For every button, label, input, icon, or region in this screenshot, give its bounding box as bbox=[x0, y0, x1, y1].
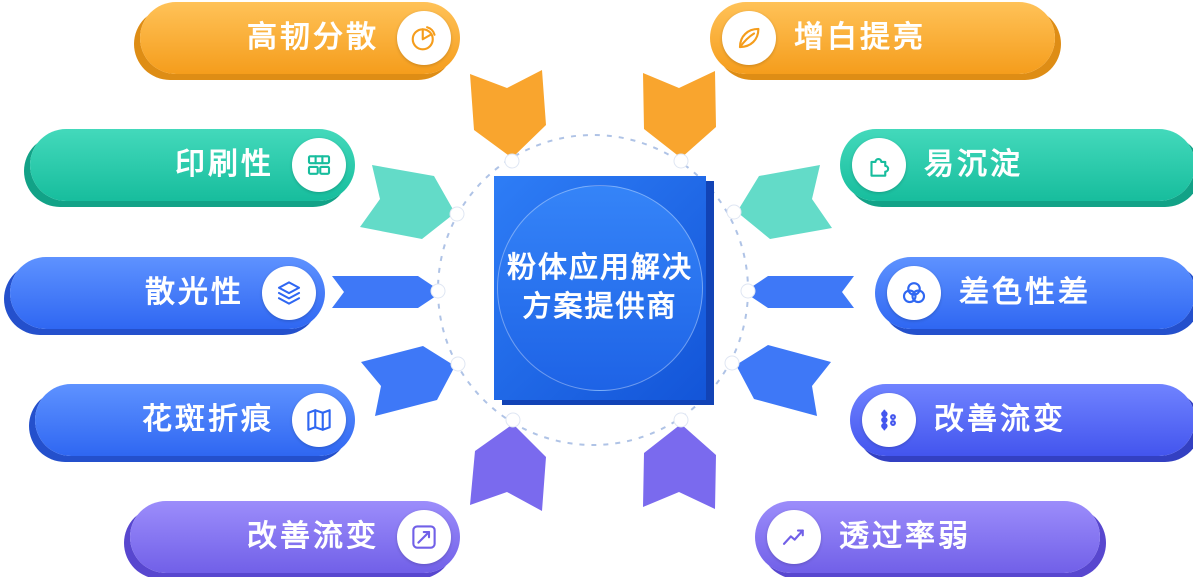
arrow-mid-right bbox=[744, 276, 854, 308]
right-pill-3: 改善流变 bbox=[850, 384, 1193, 456]
arrow-lower-right bbox=[736, 345, 831, 416]
arrow-top-right bbox=[643, 71, 716, 158]
layers-icon bbox=[277, 281, 301, 305]
arrow-top-left bbox=[470, 70, 546, 158]
center-circle: 粉体应用解决 方案提供商 bbox=[497, 185, 703, 391]
connector-dot bbox=[450, 356, 466, 372]
arrow-upper-left bbox=[360, 165, 455, 239]
connector-dots bbox=[430, 153, 756, 428]
left-pill-4: 改善流变 bbox=[130, 501, 460, 573]
right-pill-2: 差色性差 bbox=[875, 257, 1193, 329]
pill-label: 增白提亮 bbox=[794, 21, 926, 54]
icon-badge bbox=[852, 138, 906, 192]
connector-dot bbox=[504, 153, 520, 169]
map-icon bbox=[307, 409, 331, 431]
line-chart-icon bbox=[782, 529, 804, 545]
icon-badge bbox=[397, 510, 451, 564]
left-pill-1: 印刷性 bbox=[30, 129, 355, 201]
left-pill-3: 花斑折痕 bbox=[35, 384, 355, 456]
connector-dot bbox=[726, 204, 742, 220]
pill-label: 花斑折痕 bbox=[142, 403, 274, 436]
connector-dot bbox=[673, 412, 689, 428]
flow-nodes-icon bbox=[881, 409, 896, 431]
right-pill-4: 透过率弱 bbox=[755, 501, 1100, 573]
icon-badge bbox=[292, 138, 346, 192]
icon-badge bbox=[862, 393, 916, 447]
connector-dot bbox=[430, 283, 446, 299]
connector-dot bbox=[673, 153, 689, 169]
right-pill-1: 易沉淀 bbox=[840, 129, 1193, 201]
left-pill-0: 高韧分散 bbox=[140, 2, 460, 74]
connector-dot bbox=[505, 412, 521, 428]
icon-badge bbox=[722, 11, 776, 65]
pill-label: 改善流变 bbox=[247, 520, 379, 553]
pill-label: 印刷性 bbox=[175, 148, 274, 181]
arrow-upper-right bbox=[737, 165, 832, 239]
leaf-icon bbox=[738, 27, 760, 49]
pill-label: 差色性差 bbox=[959, 276, 1091, 309]
center-title-line2: 方案提供商 bbox=[522, 291, 678, 323]
connector-dot bbox=[724, 355, 740, 371]
color-circles-icon bbox=[902, 282, 926, 304]
left-pill-2: 散光性 bbox=[10, 257, 325, 329]
icon-badge bbox=[887, 266, 941, 320]
pill-label: 透过率弱 bbox=[839, 520, 971, 553]
pill-label: 改善流变 bbox=[934, 403, 1066, 436]
pill-label: 易沉淀 bbox=[924, 148, 1023, 181]
icon-badge bbox=[292, 393, 346, 447]
puzzle-icon bbox=[870, 158, 890, 177]
arrow-bottom-right bbox=[643, 424, 716, 509]
center-title-line1: 粉体应用解决 bbox=[506, 251, 693, 284]
center-square: 粉体应用解决 方案提供商 bbox=[494, 176, 706, 400]
connector-dot bbox=[740, 283, 756, 299]
pill-label: 散光性 bbox=[145, 276, 244, 309]
pill-label: 高韧分散 bbox=[247, 21, 379, 54]
pie-chart-icon bbox=[411, 26, 436, 51]
connector-dot bbox=[449, 206, 465, 222]
arrow-bottom-left bbox=[470, 424, 546, 511]
icon-badge bbox=[397, 11, 451, 65]
arrow-lower-left bbox=[361, 346, 455, 416]
trend-edit-icon bbox=[412, 525, 436, 549]
printing-press-icon bbox=[307, 155, 331, 175]
right-pill-0: 增白提亮 bbox=[710, 2, 1055, 74]
icon-badge bbox=[767, 510, 821, 564]
icon-badge bbox=[262, 266, 316, 320]
arrow-mid-left bbox=[332, 276, 442, 308]
